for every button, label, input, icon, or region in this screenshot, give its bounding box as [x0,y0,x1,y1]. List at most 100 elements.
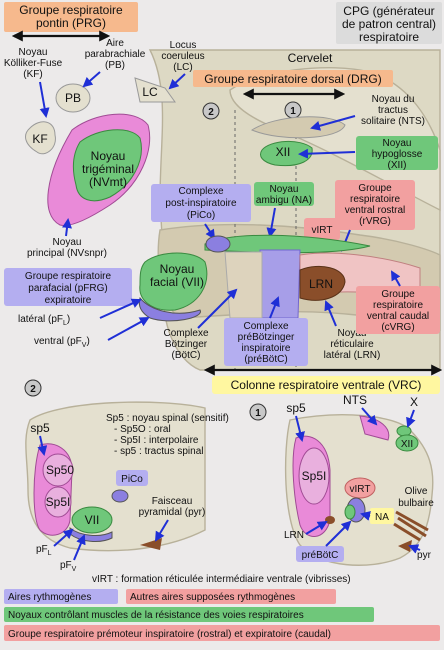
pico-label-1: Complexe [178,186,223,197]
s1-x-text: X [410,395,418,409]
vrc-label-box [212,376,440,394]
s1-na-text: NA [375,512,389,523]
s1-pyr-text: pyr [417,550,432,561]
lc-label-3: (LC) [173,62,192,73]
cpg-title-box [336,2,442,44]
pfv-arrow [107,317,150,341]
lc-label-1: Locus [170,40,197,51]
lc-arrow [168,73,186,90]
s2-sp5-arrow [37,435,48,456]
xii-arrow [298,148,356,159]
vii-nucleus [139,252,208,311]
nvsnpr-arrow [62,218,72,237]
s1-sp5-text: sp5 [286,401,306,415]
prebotc-nucleus [259,249,301,319]
cvrg-label-1: Groupe [381,289,415,300]
s1-lrn-arrow [305,520,328,535]
s2-sp5i-text: Sp5I [46,495,71,509]
s1-na-arrow [360,511,371,521]
footnote: vIRT : formation réticulée intermédiaire… [92,574,351,585]
xii-label-2: hypoglosse [372,149,423,160]
vii-label-2: facial (VII) [150,275,204,289]
nts-arrow [310,115,356,131]
nts-label-2: tractus [378,105,408,116]
s1-pyr-arrow [408,544,421,554]
s1-sp5i-text: Sp5I [302,469,327,483]
pb-label-2: parabrachiale [85,49,146,60]
section-2-number: 2 [208,107,214,118]
section-1-panel-marker [249,403,267,421]
pfrg-label-box [4,268,132,306]
drg-label: Groupe respiratoire dorsal (DRG) [204,72,381,86]
legend-premotor: Groupe respiratoire prémoteur inspiratoi… [8,629,331,640]
cvrg-label-4: (cVRG) [381,322,414,333]
cvrg-label-2: respiratoire [373,300,423,311]
s2-pyr-label-1: Faisceau [152,496,193,507]
rvrg-label-2: respiratoire [350,194,400,205]
s1-virt-nucleus [344,477,376,499]
lrn-arrow [324,300,337,327]
prg-title-1: Groupe respiratoire [19,3,123,17]
section-1-number: 1 [290,106,296,117]
s2-legend-4: - sp5 : tractus spinal [114,446,203,457]
pfl-arrow [99,298,142,319]
vii-label-1: Noyau [160,262,195,276]
s2-pfl-arrow [53,528,74,547]
s2-pfl-label: pFL [36,544,52,557]
nvmt-nucleus [72,129,142,202]
botc-label-3: (BötC) [172,350,201,361]
legend-muscles-box [4,607,374,622]
xii-nucleus [260,141,313,167]
xii-label-box [356,136,438,170]
s2-pfv-arrow [73,534,86,561]
s2-legend-3: - Sp5I : interpolaire [114,435,199,446]
cervelet-label: Cervelet [288,51,333,65]
cpg-title-2: de patron central) [342,17,436,31]
cvrg-label-box [356,286,440,334]
lc-nucleus [134,77,176,103]
legend-muscles: Noyaux contrôlant muscles de la résistan… [8,610,304,621]
lc-text: LC [142,85,158,99]
s2-pfv-label: pFV [60,560,77,573]
pfrg-nucleus [138,296,201,322]
pfl-label: latéral (pFL) [18,314,70,327]
s1-x-nucleus [396,425,412,437]
kf-label-2: Kölliker-Fuse [4,58,63,69]
pico-label-3: (PiCo) [187,210,215,221]
nts-label-1: Noyau du [372,94,415,105]
na-label-1: Noyau [270,184,299,195]
s2-legend-2: - Sp5O : oral [114,424,171,435]
cvrg-arrow [391,270,401,287]
xii-label-3: (XII) [388,160,407,171]
section-1-panel-number: 1 [255,408,261,419]
lc-label-2: coeruleus [161,51,204,62]
s1-na-box [370,508,394,524]
pb-arrow [82,71,101,88]
s2-vii-nucleus [71,506,113,534]
s1-nts-text: NTS [343,393,367,407]
lrn-text: LRN [309,277,333,291]
cpg-title-1: CPG (générateur [343,4,434,18]
s2-sp5i [44,486,72,518]
prebotc-label-2: préBötzinger [238,332,295,343]
nvmt-label-3: (NVmt) [89,175,127,189]
s2-sp50 [42,453,74,487]
nvsnpr-label-2: principal (NVsnpr) [27,248,107,259]
xii-text: XII [276,145,291,159]
kf-label-3: (KF) [23,69,42,80]
botc-label-2: Bötzinger [165,339,208,350]
s1-sp5i [298,447,330,505]
rvrg-label-1: Groupe [358,183,392,194]
pfrg-label-1: Groupe respiratoire [25,271,112,282]
legend-premotor-box [4,625,440,641]
na-label-2: ambigu (NA) [256,195,312,206]
s1-x-arrow [406,409,416,428]
nts-shape [250,116,346,139]
s1-virt-text: vIRT [350,484,371,495]
kf-arrow [39,81,50,118]
virt-text: vIRT [312,225,333,236]
s2-vii-text: VII [85,513,100,527]
s1-olive [393,510,429,542]
